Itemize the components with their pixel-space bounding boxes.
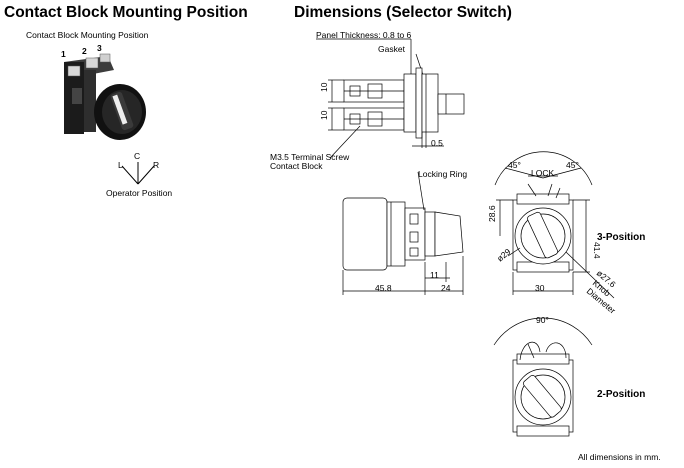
terminal-screw-label: M3.5 Terminal Screw — [270, 152, 350, 162]
operator-letter-l: L — [118, 160, 123, 170]
operator-position-arrows — [121, 162, 155, 185]
contact-block-label: Contact Block — [270, 161, 323, 171]
locking-ring-label: Locking Ring — [418, 169, 468, 179]
operator-caption: Operator Position — [106, 188, 173, 198]
operator-letter-c: C — [134, 151, 141, 161]
lock-label: LOCK — [531, 168, 555, 178]
angle-2pos: 90° — [536, 315, 549, 325]
right-heading: Dimensions (Selector Switch) — [294, 4, 512, 21]
body-view-drawing — [342, 171, 464, 295]
dim-45-8: 45.8 — [375, 283, 392, 293]
three-position-label: 3-Position — [597, 232, 646, 243]
position-1-label: 1 — [61, 49, 66, 59]
dim-10-bottom: 10 — [319, 110, 329, 120]
front-view-3pos-drawing — [494, 151, 615, 299]
angle-right-3pos: 45° — [566, 160, 579, 170]
dim-0-5: 0.5 — [431, 138, 443, 148]
side-view-drawing — [316, 38, 465, 159]
angle-left-3pos: 45° — [508, 160, 521, 170]
dim-24: 24 — [441, 283, 451, 293]
dim-28-6: 28.6 — [487, 205, 497, 222]
operator-letter-r: R — [153, 160, 160, 170]
selector-switch-photo — [64, 53, 146, 140]
dim-10-top: 10 — [319, 82, 329, 92]
dim-29: ø29 — [495, 246, 513, 263]
gasket-label: Gasket — [378, 44, 405, 54]
dim-41-4: 41.4 — [592, 242, 602, 259]
left-subheading: Contact Block Mounting Position — [26, 30, 149, 40]
front-view-2pos-drawing — [493, 317, 593, 437]
dim-30: 30 — [535, 283, 545, 293]
two-position-label: 2-Position — [597, 389, 646, 400]
footnote: All dimensions in mm. — [578, 452, 661, 462]
position-2-label: 2 — [82, 46, 87, 56]
panel-thickness-label: Panel Thickness: 0.8 to 6 — [316, 30, 412, 40]
position-3-label: 3 — [97, 43, 102, 53]
dim-11: 11 — [430, 270, 439, 280]
left-heading: Contact Block Mounting Position — [4, 4, 248, 21]
